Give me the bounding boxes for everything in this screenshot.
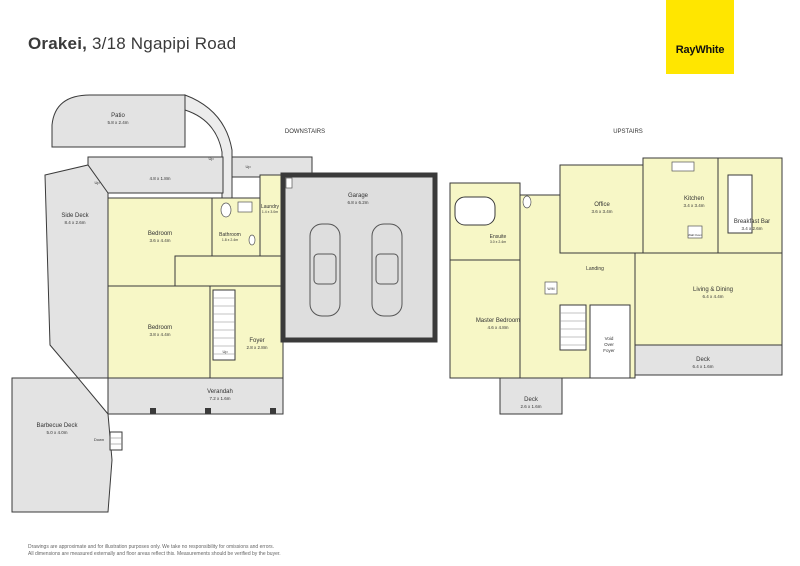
label-deck-small: Deck bbox=[524, 397, 539, 403]
bath-tub bbox=[454, 196, 496, 226]
bedroom2-room bbox=[107, 285, 211, 379]
barbecue-steps bbox=[109, 431, 123, 451]
note-up2: Up bbox=[245, 164, 251, 169]
label-deck-right: Deck bbox=[696, 357, 711, 363]
label-patio: Patio bbox=[111, 113, 125, 119]
label-side-deck: Side Deck bbox=[61, 213, 89, 219]
verandah-posts bbox=[150, 408, 276, 414]
section-downstairs: DOWNSTAIRS bbox=[285, 129, 325, 135]
note-wm: W/M bbox=[547, 287, 554, 291]
label-barbecue: Barbecue Deck bbox=[36, 423, 78, 429]
title-address: 3/18 Ngapipi Road bbox=[92, 34, 237, 53]
title-suburb: Orakei, bbox=[28, 34, 88, 53]
note-down: Down bbox=[94, 437, 104, 442]
patio-area bbox=[51, 94, 186, 148]
kitchen-fixtures bbox=[522, 161, 703, 295]
verandah-area bbox=[107, 377, 284, 415]
size-patio: 5.8 x 2.4m bbox=[107, 120, 128, 125]
label-garage: Garage bbox=[348, 193, 369, 199]
room-labels: DOWNSTAIRS UPSTAIRS Patio 5.8 x 2.4m 4.8… bbox=[36, 113, 770, 442]
size-bedroom1: 3.6 x 4.4m bbox=[149, 238, 170, 243]
note-up4: Up bbox=[222, 349, 228, 354]
label-breakfast: Breakfast Bar bbox=[734, 219, 770, 225]
laundry-room bbox=[259, 174, 284, 266]
size-side-deck: 8.4 x 2.6m bbox=[64, 220, 85, 225]
disclaimer-line1: Drawings are approximate and for illustr… bbox=[28, 544, 275, 550]
label-landing: Landing bbox=[586, 266, 604, 272]
disclaimer: Drawings are approximate and for illustr… bbox=[28, 544, 328, 558]
size-foyer: 2.8 x 2.8m bbox=[246, 345, 267, 350]
deck-small-area bbox=[499, 377, 563, 415]
label-foyer: Foyer bbox=[249, 338, 264, 344]
size-verandah: 7.2 x 1.6m bbox=[209, 396, 230, 401]
top-deck-area bbox=[87, 156, 224, 194]
size-deck-small: 2.6 x 1.6m bbox=[520, 404, 541, 409]
label-office: Office bbox=[594, 202, 610, 208]
label-ensuite: Ensuite bbox=[490, 234, 507, 240]
label-laundry: Laundry bbox=[261, 204, 280, 210]
bar-counter bbox=[727, 174, 753, 234]
size-deck-right: 6.4 x 1.6m bbox=[692, 364, 713, 369]
label-void-3: Foyer bbox=[603, 348, 615, 353]
label-verandah: Verandah bbox=[207, 389, 233, 395]
label-bedroom2: Bedroom bbox=[148, 325, 172, 331]
bathroom-room bbox=[211, 197, 261, 257]
upstairs-plan bbox=[449, 157, 783, 415]
brand-logo: RayWhite bbox=[666, 0, 734, 74]
label-void-2: Over bbox=[604, 342, 614, 347]
stair-treads bbox=[110, 297, 235, 445]
kitchen-room bbox=[642, 157, 719, 254]
size-office: 3.6 x 3.4m bbox=[591, 209, 612, 214]
size-deck-top: 4.8 x 1.8m bbox=[149, 176, 170, 181]
living-dining-room bbox=[634, 252, 783, 346]
size-bathroom: 1.8 x 2.4m bbox=[222, 238, 238, 242]
size-breakfast: 3.4 x 2.6m bbox=[741, 226, 762, 231]
note-wall-oven: Wall Oven bbox=[688, 233, 702, 237]
upstairs-stair bbox=[559, 304, 587, 351]
bathroom-fixtures bbox=[220, 177, 293, 246]
note-up1: Up bbox=[208, 156, 214, 161]
size-ensuite: 3.0 x 2.4m bbox=[490, 240, 506, 244]
deck-right-area bbox=[629, 344, 783, 376]
size-barbecue: 5.0 x 4.0m bbox=[46, 430, 67, 435]
size-garage: 6.8 x 6.2m bbox=[347, 200, 368, 205]
size-living: 6.4 x 4.4m bbox=[702, 294, 723, 299]
label-kitchen: Kitchen bbox=[684, 196, 704, 202]
label-bedroom1: Bedroom bbox=[148, 231, 172, 237]
label-living: Living & Dining bbox=[693, 287, 733, 293]
garage-cars bbox=[309, 223, 403, 317]
downstairs-plan bbox=[11, 94, 438, 513]
label-void-1: Void bbox=[605, 336, 614, 341]
barbecue-deck-area bbox=[11, 377, 113, 513]
label-bathroom: Bathroom bbox=[219, 232, 241, 238]
upstairs-stair-treads bbox=[560, 312, 586, 346]
office-room bbox=[559, 164, 644, 254]
size-kitchen: 3.4 x 3.4m bbox=[683, 203, 704, 208]
brand-name: RayWhite bbox=[675, 44, 725, 56]
section-upstairs: UPSTAIRS bbox=[613, 129, 643, 135]
side-deck-area bbox=[44, 164, 109, 379]
downstairs-stair bbox=[212, 289, 236, 361]
label-master: Master Bedroom bbox=[476, 318, 520, 324]
car-left-icon bbox=[309, 223, 341, 317]
void-over-foyer bbox=[589, 304, 631, 379]
car-right-icon bbox=[371, 223, 403, 317]
page-title: Orakei, 3/18 Ngapipi Road bbox=[28, 34, 236, 54]
size-laundry: 1.4 x 3.0m bbox=[262, 210, 278, 214]
disclaimer-line2: All dimensions are measured externally a… bbox=[28, 551, 281, 557]
note-up3: Up bbox=[94, 180, 100, 185]
hallway bbox=[174, 255, 284, 287]
size-bedroom2: 3.8 x 4.4m bbox=[149, 332, 170, 337]
size-master: 4.6 x 4.8m bbox=[487, 325, 508, 330]
